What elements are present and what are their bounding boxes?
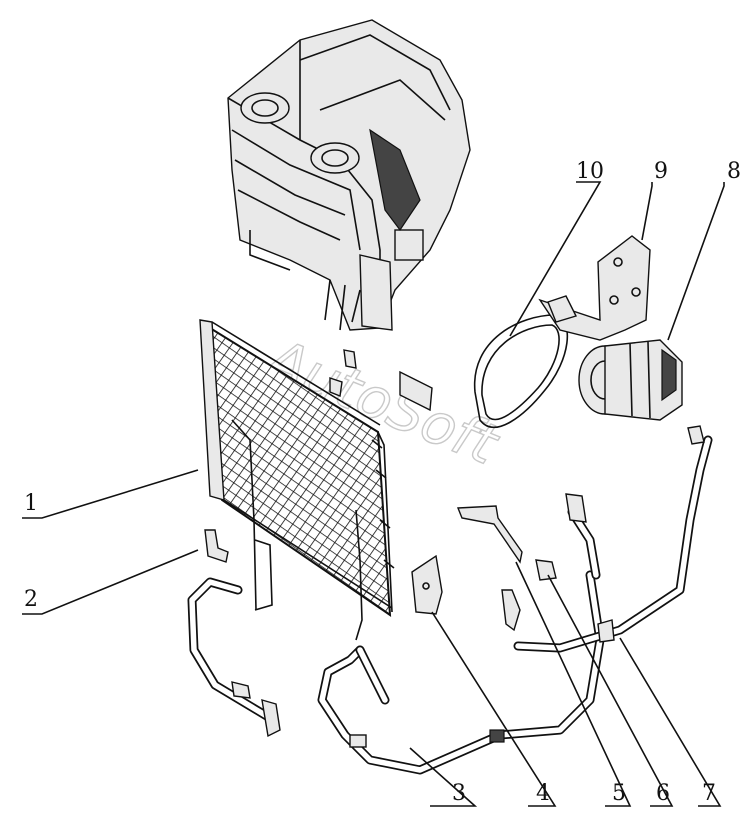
callout-8: 8 (727, 159, 741, 184)
leader-line-7 (619, 637, 722, 807)
hose-condenser-left (187, 577, 281, 738)
hose-condenser-to-evaporator (317, 570, 605, 775)
leader-line-5 (515, 561, 632, 807)
pipe-bracket (456, 505, 523, 564)
callout-5: 5 (612, 781, 626, 806)
drive-belt (474, 314, 569, 428)
callout-10: 10 (576, 159, 604, 184)
leader-line-3 (409, 747, 478, 807)
callout-6: 6 (656, 781, 670, 806)
leader-line-10 (509, 181, 602, 337)
leader-line-6 (547, 574, 674, 807)
callout-2: 2 (24, 587, 38, 612)
condenser (199, 319, 395, 641)
condenser-bracket (204, 529, 229, 563)
compressor (578, 339, 683, 421)
callout-1: 1 (24, 491, 38, 516)
callout-7: 7 (702, 781, 716, 806)
callout-9: 9 (654, 159, 668, 184)
leader-line-8 (667, 182, 725, 341)
compressor-bracket (538, 235, 651, 341)
hvac-module (227, 19, 471, 331)
leader-line-2 (22, 549, 199, 615)
clamp (535, 559, 557, 581)
small-clips (329, 349, 433, 412)
leader-line-9 (641, 182, 653, 241)
callout-3: 3 (452, 781, 466, 806)
leader-line-1 (22, 469, 199, 519)
mounting-bracket (411, 554, 443, 615)
callout-numbers: 1 2 3 4 5 6 7 8 9 10 (24, 159, 741, 806)
callout-4: 4 (536, 781, 550, 806)
fitting (501, 589, 521, 632)
hose-compressor-to-condenser (513, 425, 713, 653)
leader-line-4 (431, 611, 557, 807)
leader-lines (22, 181, 725, 807)
